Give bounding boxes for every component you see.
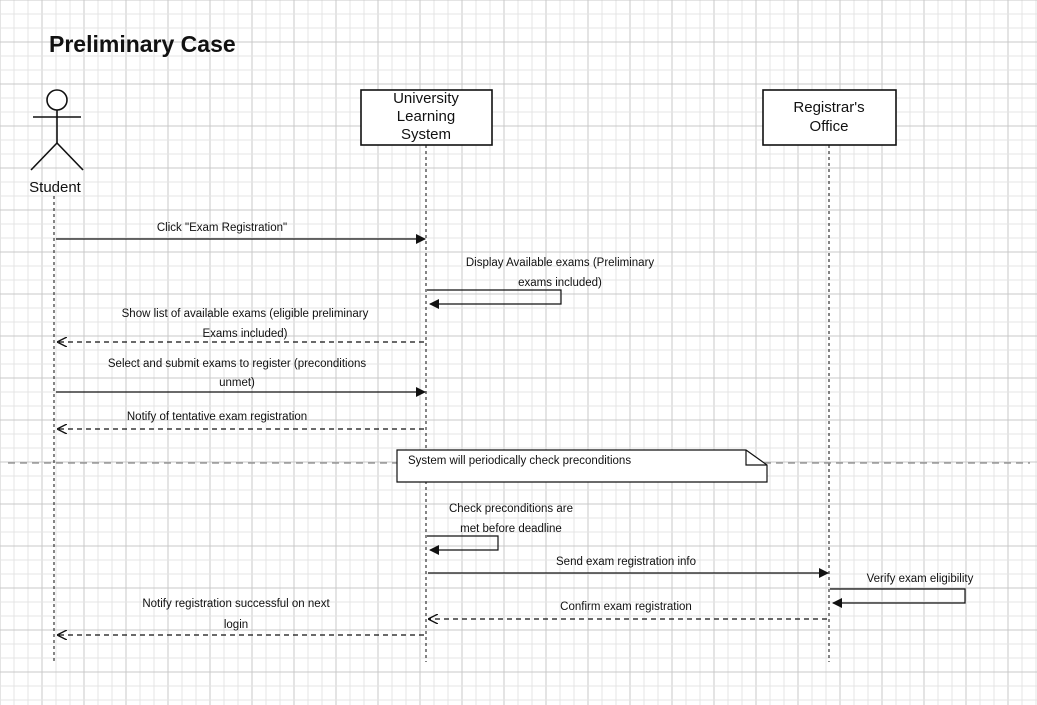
- participant-registrars-office: Registrar's Office: [762, 89, 897, 146]
- message-label: Exams included): [202, 328, 287, 340]
- message-label: Select and submit exams to register (pre…: [108, 358, 366, 370]
- message-label: Notify registration successful on next: [142, 598, 330, 610]
- participant-box: [360, 89, 493, 146]
- message-check-preconditions: Check preconditions are met before deadl…: [427, 503, 573, 555]
- message-label: unmet): [219, 377, 255, 389]
- actor-left-leg: [30, 142, 58, 171]
- message-send-exam-registration-info: Send exam registration info: [428, 556, 829, 578]
- participant-university-learning-system: University Learning System: [360, 89, 493, 146]
- message-label: met before deadline: [460, 523, 562, 535]
- participant-label-line: Learning: [397, 108, 455, 125]
- message-label: Confirm exam registration: [560, 601, 692, 613]
- message-display-available-exams: Display Available exams (Preliminary exa…: [427, 257, 655, 309]
- message-label: Verify exam eligibility: [867, 573, 974, 585]
- message-label: exams included): [518, 277, 602, 289]
- actor-label: Student: [29, 179, 82, 196]
- message-notify-tentative-registration: Notify of tentative exam registration: [58, 411, 424, 429]
- self-message-arrow: [830, 588, 966, 608]
- message-label: Click "Exam Registration": [157, 222, 287, 234]
- message-select-and-submit-exams: Select and submit exams to register (pre…: [56, 358, 426, 397]
- message-confirm-exam-registration: Confirm exam registration: [429, 601, 827, 619]
- student-actor: Student: [29, 89, 84, 196]
- note: System will periodically check precondit…: [396, 449, 768, 483]
- message-verify-exam-eligibility: Verify exam eligibility: [830, 573, 974, 608]
- message-show-list-of-available-exams: Show list of available exams (eligible p…: [58, 308, 424, 342]
- message-label: Check preconditions are: [449, 503, 573, 515]
- note-text: System will periodically check precondit…: [408, 455, 631, 467]
- message-label: Display Available exams (Preliminary: [466, 257, 655, 269]
- message-label: login: [224, 619, 248, 631]
- note-shape: [396, 449, 768, 483]
- message-notify-registration-successful: Notify registration successful on next l…: [58, 598, 424, 635]
- participant-label-line: Registrar's: [793, 99, 864, 116]
- message-label: Show list of available exams (eligible p…: [122, 308, 369, 320]
- message-label: Notify of tentative exam registration: [127, 411, 307, 423]
- participant-label-line: University: [393, 90, 459, 107]
- participant-box: [762, 89, 897, 146]
- message-label: Send exam registration info: [556, 556, 696, 568]
- actor-right-leg: [56, 142, 84, 171]
- participant-label-line: System: [401, 126, 451, 143]
- note-corner: [745, 450, 767, 466]
- actor-head: [46, 89, 68, 111]
- participant-label-line: Office: [810, 118, 849, 135]
- self-message-arrow: [427, 289, 562, 309]
- message-click-exam-registration: Click "Exam Registration": [56, 222, 426, 244]
- self-message-arrow: [427, 535, 499, 555]
- diagram-title: Preliminary Case: [49, 31, 236, 57]
